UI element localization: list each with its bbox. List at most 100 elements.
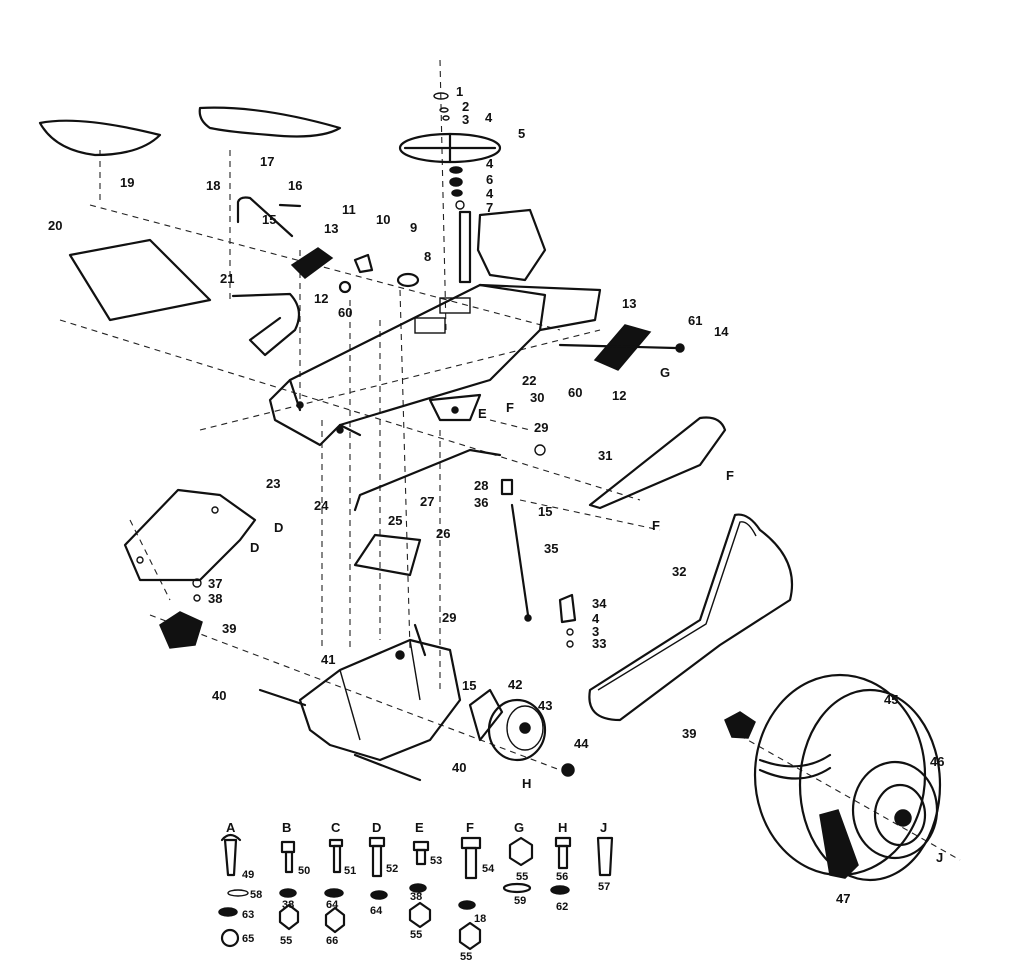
callout: 32: [672, 564, 686, 579]
hardware-sub: 38: [410, 891, 422, 903]
hardware-part: 51: [344, 865, 356, 877]
seat-handle: [236, 196, 294, 238]
callout: 61: [688, 313, 702, 328]
callout: 18: [206, 178, 220, 193]
callout: 46: [930, 754, 944, 769]
callout: 15: [538, 504, 552, 519]
steering-wheel: [398, 92, 502, 210]
callout: 19: [120, 175, 134, 190]
hardware-sub: 63: [242, 909, 254, 921]
mount-bracket: [353, 533, 422, 577]
callout: 29: [442, 610, 456, 625]
control-rod: [353, 448, 502, 512]
callout: 43: [538, 698, 552, 713]
hardware-part: 57: [598, 881, 610, 893]
callout: 20: [48, 218, 62, 233]
callout: 4: [485, 110, 493, 125]
dash-cowl: [476, 208, 547, 282]
hardware-letter: D: [372, 820, 381, 835]
callout: 23: [266, 476, 280, 491]
callout: 12: [314, 291, 328, 306]
hardware-part: 56: [556, 871, 568, 883]
hardware-part: 53: [430, 855, 442, 867]
callout: 28: [474, 478, 488, 493]
hardware-sub: 64: [326, 899, 339, 911]
callout: 10: [376, 212, 390, 227]
hardware-letter: E: [415, 820, 424, 835]
callout: 7: [486, 200, 493, 215]
callout: 4: [592, 611, 600, 626]
hardware-letter: H: [558, 820, 567, 835]
hardware-sub: 65: [242, 933, 254, 945]
hardware-part: 52: [386, 863, 398, 875]
callout: 60: [568, 385, 582, 400]
hardware-legend-labels: A 49 B 50 C 51 D 52 E 53 F 54 G 55 H 56 …: [226, 820, 610, 963]
main-frame: [268, 283, 602, 447]
hardware-sub: 55: [410, 929, 422, 941]
hardware-legend: [218, 833, 614, 951]
seat-bracket: [231, 292, 301, 357]
hardware-sub: 64: [370, 905, 383, 917]
callout: 45: [884, 692, 898, 707]
washer-60: [338, 280, 352, 294]
hardware-letter: B: [282, 820, 291, 835]
callout: 5: [518, 126, 525, 141]
hardware-part: 54: [482, 863, 495, 875]
callout: 15: [462, 678, 476, 693]
hardware-letter: C: [331, 820, 341, 835]
callout: 41: [321, 652, 335, 667]
callout: 13: [622, 296, 636, 311]
callout: 34: [592, 596, 607, 611]
callout: D: [250, 540, 259, 555]
callout: 1: [456, 84, 463, 99]
callout: 40: [452, 760, 466, 775]
callout: 3: [462, 112, 469, 127]
callout: 21: [220, 271, 234, 286]
callout: 40: [212, 688, 226, 703]
drive-belt: [588, 513, 794, 722]
callout: 38: [208, 591, 222, 606]
side-plate: [123, 488, 257, 582]
callout: 4: [486, 156, 494, 171]
callout: J: [936, 850, 943, 865]
hardware-letter: A: [226, 820, 236, 835]
hardware-part: 50: [298, 865, 310, 877]
callout: F: [726, 468, 734, 483]
callout: 37: [208, 576, 222, 591]
callout: 47: [836, 891, 850, 906]
bearing-block-left: [159, 611, 203, 649]
hardware-sub: 62: [556, 901, 568, 913]
callout: G: [660, 365, 670, 380]
callout-labels: 1 2 3 4 5 4 6 4 7 8 9 10 11 12 13 14 15 …: [48, 84, 944, 906]
callout: 42: [508, 677, 522, 692]
callout: 26: [436, 526, 450, 541]
callout: 2: [462, 99, 469, 114]
pedal-left: [290, 247, 334, 279]
callout: 22: [522, 373, 536, 388]
hardware-letter: J: [600, 820, 607, 835]
callout: H: [522, 776, 531, 791]
steering-shaft: [458, 210, 472, 284]
callout: 15: [262, 212, 276, 227]
seat-pan: [198, 106, 342, 138]
callout: 39: [682, 726, 696, 741]
hardware-part: 55: [516, 871, 528, 883]
footrest: [588, 416, 727, 510]
callout: 25: [388, 513, 402, 528]
rear-wheel: [753, 673, 942, 882]
pulley: [487, 698, 547, 762]
callout: 16: [288, 178, 302, 193]
callout: 17: [260, 154, 274, 169]
callout: 35: [544, 541, 558, 556]
hardware-sub: 38: [282, 899, 294, 911]
callout: 29: [534, 420, 548, 435]
callout: 44: [574, 736, 589, 751]
callout: D: [274, 520, 283, 535]
callout: 27: [420, 494, 434, 509]
hardware-letter: G: [514, 820, 524, 835]
transaxle: [258, 623, 462, 782]
callout: 4: [486, 186, 494, 201]
callout: 31: [598, 448, 612, 463]
callout: F: [506, 400, 514, 415]
